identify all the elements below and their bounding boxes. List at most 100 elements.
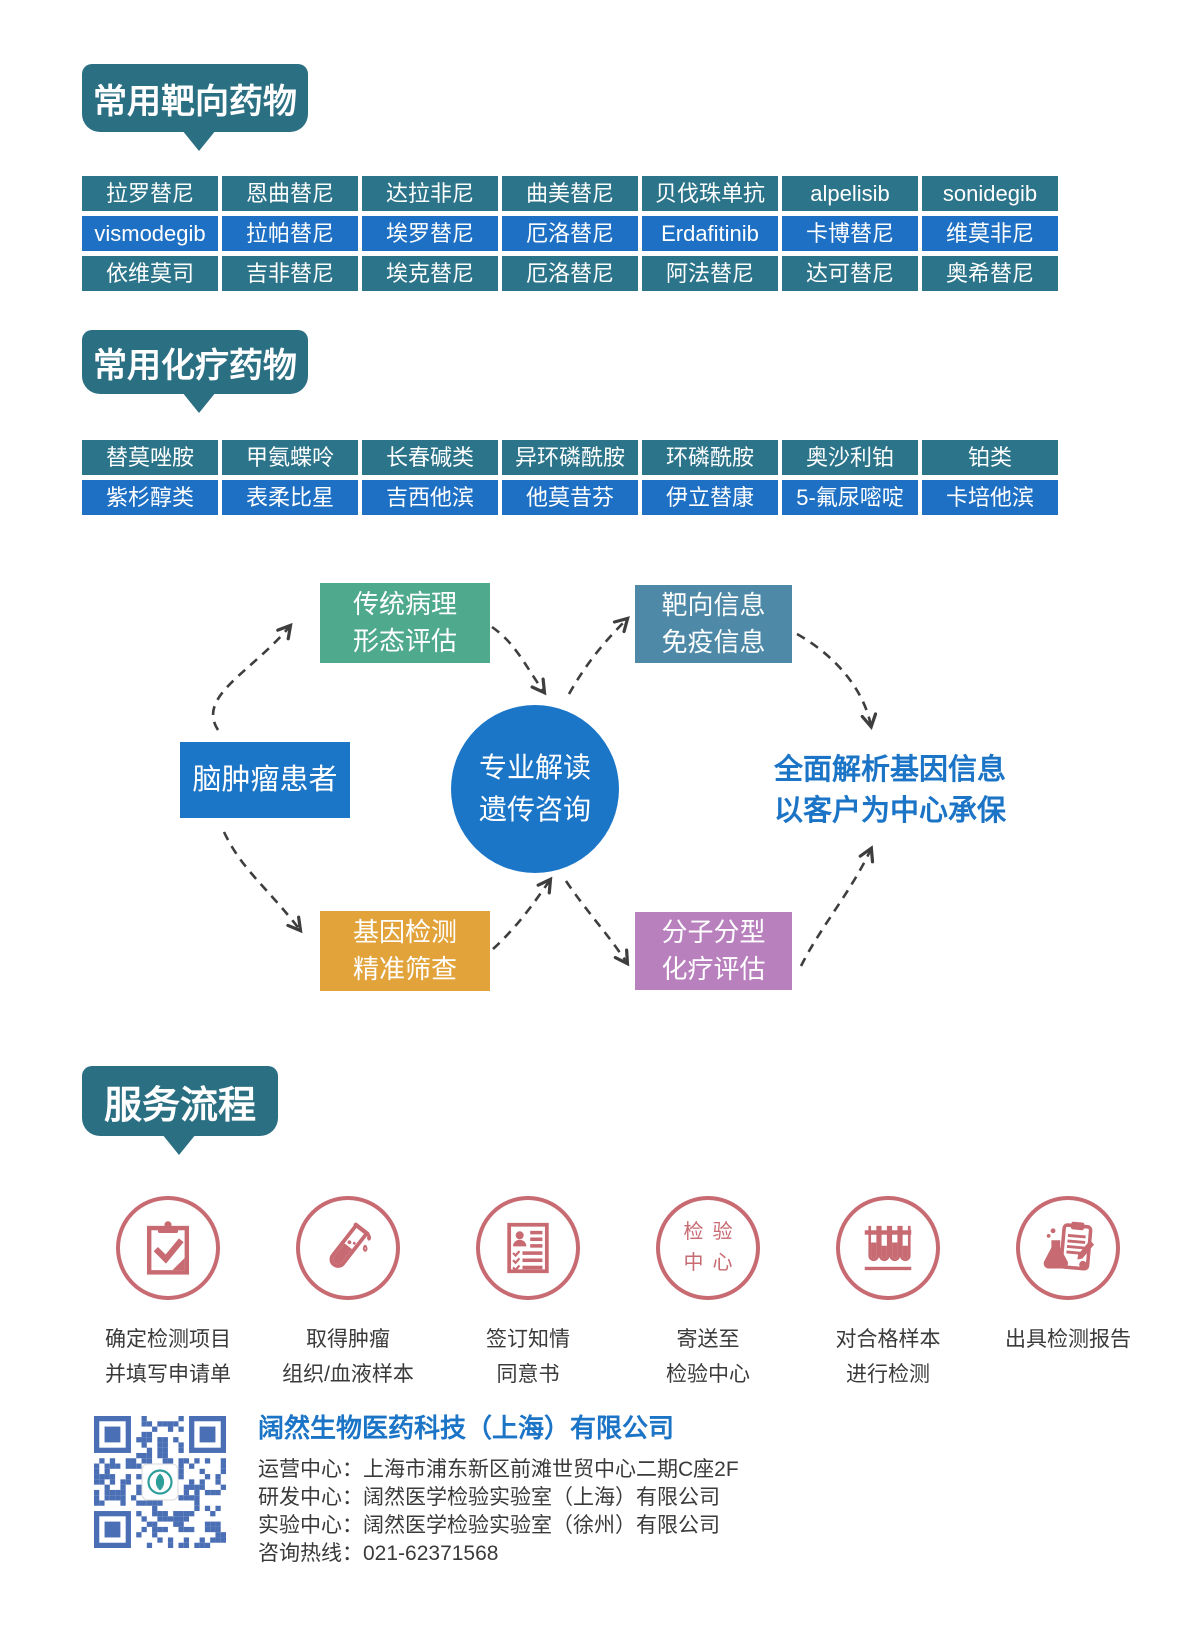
drug-cell: 铂类 [922,440,1058,475]
footer-line: 运营中心：上海市浦东新区前滩世贸中心二期C座2F [258,1458,739,1481]
footer-line: 研发中心：阔然医学检验实验室（上海）有限公司 [258,1486,720,1509]
drug-cell: 达可替尼 [782,256,918,291]
step-caption-line: 组织/血液样本 [282,1363,414,1386]
drug-cell: 异环磷酰胺 [502,440,638,475]
drug-cell: 达拉非尼 [362,176,498,211]
node-label-line: 分子分型 [661,917,766,947]
node-label-line: 靶向信息 [661,590,766,620]
badge-line: 检验 [683,1221,742,1243]
test-center-badge-icon: 检验 中心 [656,1196,760,1300]
drug-row: 依维莫司吉非替尼埃克替尼厄洛替尼阿法替尼达可替尼奥希替尼 [82,256,1058,291]
clipboard-check-icon [116,1196,220,1300]
drug-cell: 阿法替尼 [642,256,778,291]
drug-cell: 奥希替尼 [922,256,1058,291]
arrow-target-to-summary [796,632,878,731]
arrow-patient-to-gene [222,831,303,934]
service-steps: 确定检测项目 并填写申请单 取得肿瘤 [78,1196,1158,1392]
drug-cell: 贝伐珠单抗 [642,176,778,211]
step-caption: 出具检测报告 [1005,1322,1131,1357]
drug-cell: 卡博替尼 [782,216,918,251]
arrow-molecular-to-summary [799,845,875,967]
diagram-node-molecular: 分子分型 化疗评估 [635,912,792,990]
test-tube-icon [296,1196,400,1300]
service-step: 取得肿瘤 组织/血液样本 [258,1196,438,1392]
arrow-pathology-to-center [491,625,547,696]
step-caption-line: 确定检测项目 [105,1328,231,1351]
node-label-line: 传统病理 [352,589,457,619]
drug-cell: 维莫非尼 [922,216,1058,251]
drug-cell: sonidegib [922,176,1058,211]
drug-cell: 甲氨蝶呤 [222,440,358,475]
step-caption-line: 寄送至 [676,1328,740,1351]
drug-cell: 吉西他滨 [362,480,498,515]
workflow-diagram: 传统病理 形态评估 靶向信息 免疫信息 脑肿瘤患者 专业解读 遗传咨询 基因检测… [0,560,1200,1010]
drug-row: 替莫唑胺甲氨蝶呤长春碱类异环磷酰胺环磷酰胺奥沙利铂铂类 [82,440,1058,475]
step-caption-line: 进行检测 [846,1363,930,1386]
drug-cell: 吉非替尼 [222,256,358,291]
bubble-tail [182,392,216,413]
footer-line: 实验中心：阔然医学检验实验室（徐州）有限公司 [258,1514,720,1537]
drug-cell: 埃克替尼 [362,256,498,291]
node-label-line: 免疫信息 [661,627,766,657]
badge-line: 中心 [683,1252,742,1274]
diagram-summary-text: 全面解析基因信息 以客户为中心承保 [750,750,1030,832]
drug-cell: 依维莫司 [82,256,218,291]
targeted-drugs-header-label: 常用靶向药物 [93,82,297,121]
step-caption: 寄送至 检验中心 [666,1322,750,1392]
service-process-header-label: 服务流程 [103,1084,256,1127]
tube-rack-icon [836,1196,940,1300]
step-caption: 取得肿瘤 组织/血液样本 [282,1322,414,1392]
drug-cell: 长春碱类 [362,440,498,475]
node-label-line: 专业解读 [478,752,591,783]
node-label-line: 形态评估 [352,626,457,656]
drug-cell: alpelisib [782,176,918,211]
service-step: 出具检测报告 [978,1196,1158,1392]
drug-cell: 埃罗替尼 [362,216,498,251]
footer-line: 咨询热线：021-62371568 [258,1542,499,1565]
step-caption-line: 并填写申请单 [105,1363,231,1386]
drug-cell: 5-氟尿嘧啶 [782,480,918,515]
bubble-tail [182,130,216,151]
footer-company-info: 阔然生物医药科技（上海）有限公司 运营中心：上海市浦东新区前滩世贸中心二期C座2… [258,1408,739,1568]
diagram-node-pathology: 传统病理 形态评估 [320,583,490,663]
service-step: 检验 中心 寄送至 检验中心 [618,1196,798,1392]
consent-form-icon [476,1196,580,1300]
summary-line: 全面解析基因信息 [773,754,1006,786]
targeted-drugs-header: 常用靶向药物 [82,64,308,151]
summary-line: 以客户为中心承保 [773,795,1006,827]
step-caption-line: 检验中心 [666,1363,750,1386]
step-caption-line: 同意书 [496,1363,560,1386]
service-step: 对合格样本 进行检测 [798,1196,978,1392]
step-caption-line: 签订知情 [486,1328,570,1351]
bubble-tail [162,1134,196,1155]
report-flask-icon [1016,1196,1120,1300]
step-caption: 对合格样本 进行检测 [836,1322,941,1392]
step-caption-line: 对合格样本 [835,1328,941,1351]
drug-cell: 拉罗替尼 [82,176,218,211]
arrow-gene-to-center [492,876,553,950]
step-caption-line: 取得肿瘤 [306,1328,390,1351]
drug-cell: 厄洛替尼 [502,256,638,291]
service-step: 签订知情 同意书 [438,1196,618,1392]
drug-cell: 伊立替康 [642,480,778,515]
drug-cell: 环磷酰胺 [642,440,778,475]
diagram-node-gene-test: 基因检测 精准筛查 [320,911,490,991]
node-label-line: 基因检测 [352,917,457,947]
diagram-node-target-info: 靶向信息 免疫信息 [635,585,792,663]
arrow-patient-to-pathology [211,622,293,731]
node-label-line: 脑肿瘤患者 [192,763,338,796]
drug-cell: 厄洛替尼 [502,216,638,251]
drug-cell: 恩曲替尼 [222,176,358,211]
chemo-drugs-header: 常用化疗药物 [82,330,308,413]
service-process-header: 服务流程 [82,1066,278,1155]
drug-cell: 他莫昔芬 [502,480,638,515]
diagram-node-center-circle: 专业解读 遗传咨询 [451,705,619,873]
node-label-line: 遗传咨询 [478,794,591,825]
node-label-line: 化疗评估 [661,954,766,984]
company-details: 运营中心：上海市浦东新区前滩世贸中心二期C座2F 研发中心：阔然医学检验实验室（上… [258,1456,739,1568]
